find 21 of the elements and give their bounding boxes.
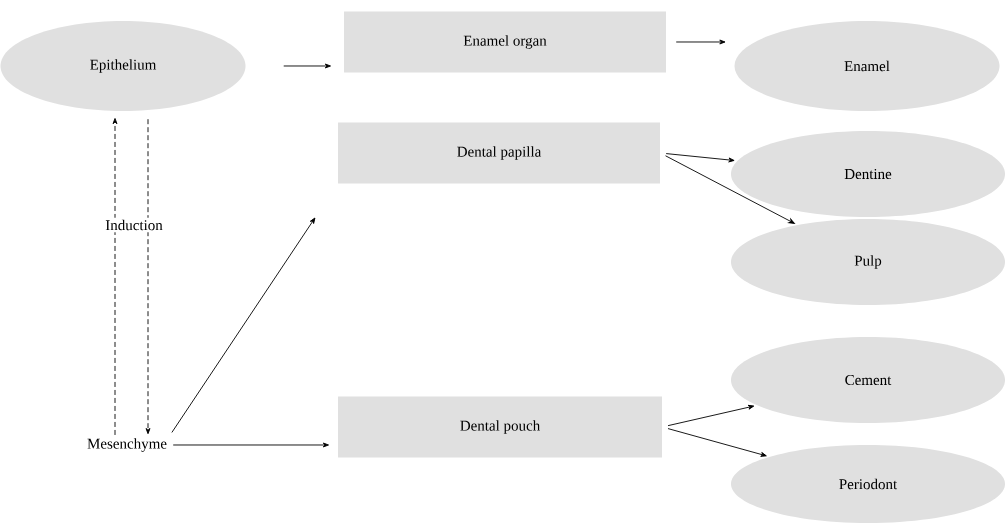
ellipse-node: Pulp [731, 219, 1005, 305]
arrow [171, 217, 316, 433]
ellipse-node: Epithelium [0, 21, 246, 111]
ellipse-node: Dentine [731, 131, 1005, 217]
process-box: Dental pouch [338, 396, 662, 458]
arrow [145, 118, 151, 435]
ellipse-node: Cement [731, 337, 1005, 423]
arrow [665, 153, 735, 163]
process-box: Enamel organ [344, 11, 666, 73]
ellipse-node: Periodont [731, 445, 1005, 523]
ellipse-node: Enamel [734, 21, 1000, 111]
process-box: Dental papilla [338, 122, 660, 184]
annotation-label: Induction [103, 217, 165, 233]
arrow [667, 404, 755, 427]
arrow [667, 428, 767, 457]
arrow [112, 118, 118, 436]
arrow [675, 39, 726, 45]
arrow [172, 442, 329, 448]
node-label: Mesenchyme [87, 438, 167, 452]
arrow [665, 155, 795, 224]
arrow [283, 63, 331, 69]
